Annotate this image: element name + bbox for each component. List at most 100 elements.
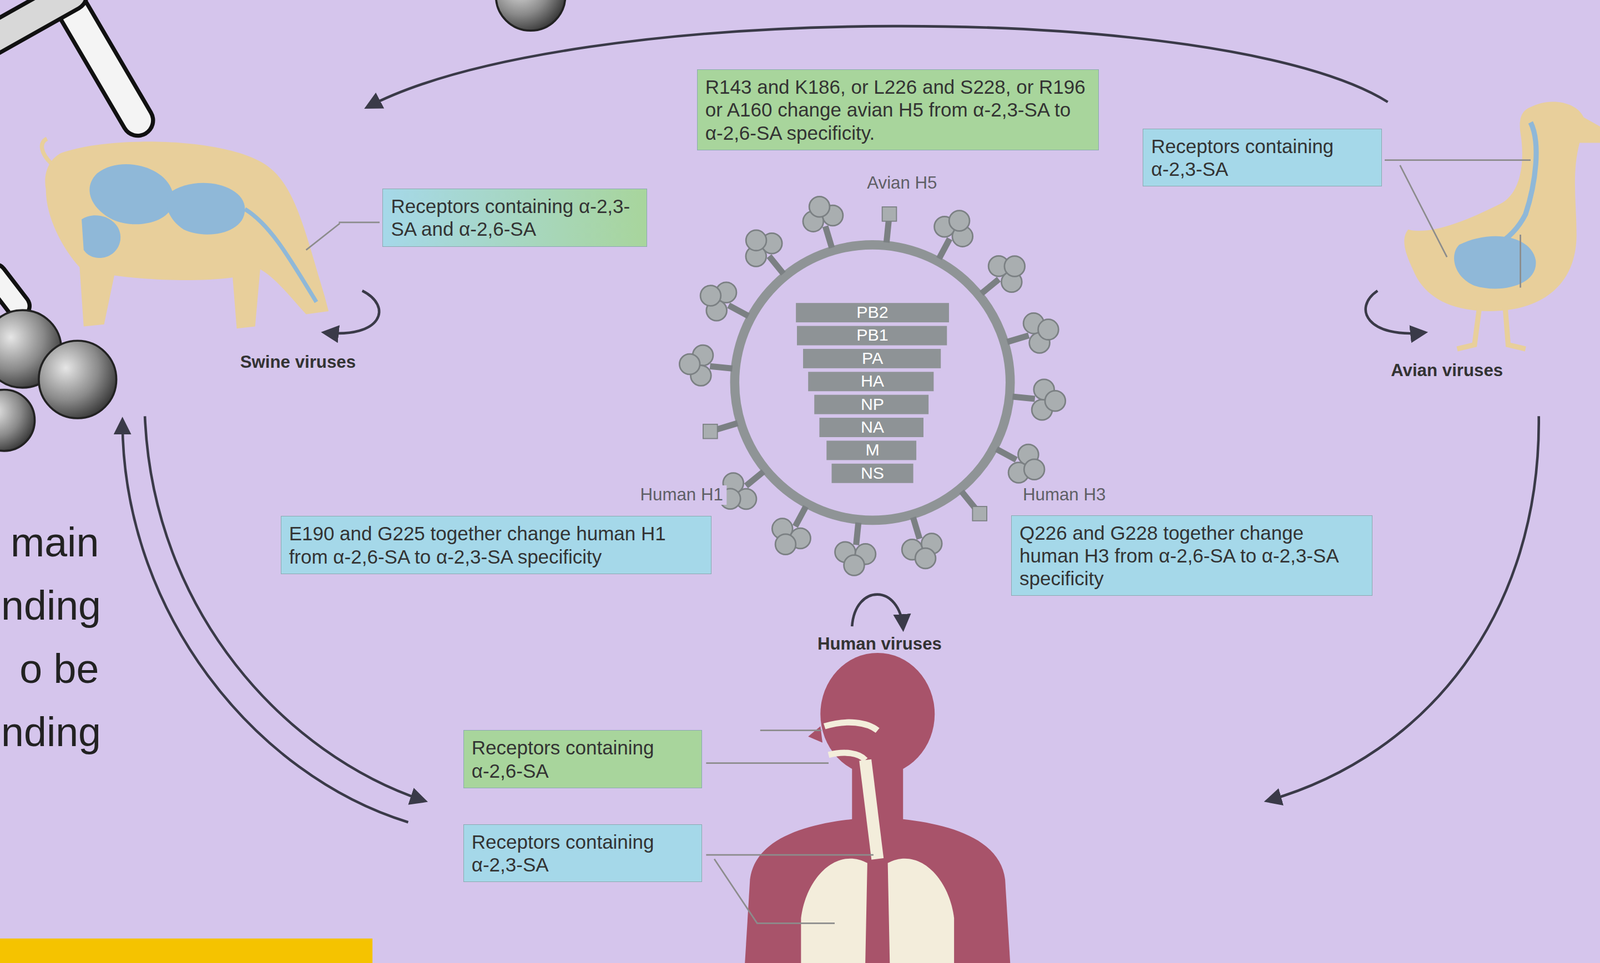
gene-segment (814, 395, 929, 415)
neuraminidase-head (972, 506, 987, 522)
virus-spike (981, 255, 1025, 294)
box-text: Receptors containing α-2,3-SA and α-2,6-… (390, 194, 639, 241)
leader-line (705, 730, 829, 764)
virus-spike (719, 471, 764, 510)
yellow-bar (0, 939, 373, 963)
annotation-box: Receptors containing α-2,3-SA (1142, 128, 1382, 188)
body-text: nding (1, 583, 102, 629)
virus-spike (901, 517, 942, 569)
pig (44, 141, 329, 329)
human (820, 653, 935, 776)
spike-stalk (1007, 335, 1029, 343)
virus (679, 196, 1066, 576)
virus-spike (745, 230, 784, 274)
virus-spike (934, 210, 973, 259)
pig (42, 138, 330, 329)
gene-segment-label: NP (860, 395, 885, 415)
leader-line (1384, 160, 1531, 289)
virus (734, 244, 1011, 521)
hemagglutinin-head (1045, 390, 1066, 412)
box-text: Receptors containing α-2,6-SA (471, 736, 694, 783)
pig (166, 183, 245, 235)
pig (244, 209, 317, 302)
neuraminidase-head (703, 424, 718, 439)
box-text: Q226 and G228 together change human H3 f… (1019, 521, 1365, 591)
hemagglutinin-head (700, 285, 721, 307)
gene-segment-label: PA (861, 349, 883, 369)
lab-equipment (38, 340, 117, 419)
body-text: nding (1, 710, 102, 756)
gene-segment-label: PB1 (856, 325, 888, 346)
hemagglutinin-head (949, 210, 970, 232)
gene-segment-label: NS (860, 463, 885, 484)
hemagglutinin-head (745, 230, 767, 251)
hemagglutinin-head (915, 548, 936, 569)
lab-equipment (0, 389, 35, 451)
box-text: E190 and G225 together change human H1 f… (289, 522, 704, 569)
duck (1454, 236, 1536, 290)
gene-segment-label: M (865, 440, 880, 461)
human (824, 722, 878, 761)
lab-equipment (496, 0, 566, 31)
box-text: Receptors containing α-2,3-SA (1151, 134, 1374, 181)
duck (1457, 306, 1526, 350)
human (800, 859, 868, 963)
spike-stalk (825, 226, 832, 249)
spike-stalk (912, 517, 920, 540)
figure-label: Human H3 (1019, 485, 1109, 505)
virus-spike (996, 444, 1045, 483)
hemagglutinin-head (809, 196, 830, 217)
gene-segment-label: PB2 (856, 303, 888, 323)
lab-equipment (0, 0, 72, 42)
transmission-arrow (122, 420, 409, 824)
leader-line (705, 855, 874, 924)
virus-spike (679, 196, 1066, 576)
annotation-box: Receptors containing α-2,3-SA (463, 824, 703, 883)
transmission-arrow (122, 26, 1539, 823)
lab-equipment (0, 275, 19, 307)
gene-segment (819, 417, 924, 438)
box-text: R143 and K186, or L226 and S228, or R196… (705, 75, 1091, 145)
spike-stalk (981, 279, 999, 294)
hemagglutinin-head (844, 555, 865, 577)
gene-segment (796, 326, 947, 346)
transmission-arrow (1365, 290, 1425, 334)
body-text: o be (19, 647, 99, 693)
transmission-arrow (851, 594, 903, 629)
human (865, 760, 878, 860)
virus-spike (703, 423, 738, 439)
hemagglutinin-head (679, 354, 700, 375)
spike-stalk (939, 238, 950, 259)
virus-spike (700, 282, 749, 321)
spike-stalk (1012, 396, 1036, 400)
human (808, 726, 823, 743)
figure-label: Human viruses (817, 634, 942, 654)
gene-segment-label: NA (860, 417, 885, 438)
gene-segment (803, 349, 941, 369)
figure-label: Swine viruses (240, 352, 356, 372)
gene-segment (826, 440, 917, 461)
lab-equipment (61, 0, 138, 121)
human (744, 653, 1011, 963)
pig (89, 164, 174, 225)
virus-spike (835, 522, 876, 576)
hemagglutinin-head (1038, 319, 1059, 341)
spike-stalk (996, 449, 1017, 461)
pig (42, 138, 52, 164)
spike-stalk (856, 522, 859, 545)
body-text: main (10, 520, 99, 566)
gene-segment (808, 371, 934, 392)
gene-segment (831, 463, 913, 484)
virus-spike (882, 207, 897, 243)
duck (1404, 102, 1600, 350)
hemagglutinin-head (1004, 256, 1026, 277)
figure-label: Avian viruses (1390, 361, 1503, 381)
lab-equipment (0, 0, 72, 42)
pig (81, 215, 121, 259)
box-text: Receptors containing α-2,3-SA (471, 830, 694, 877)
annotation-box: Receptors containing α-2,6-SA (463, 730, 703, 789)
virus-spike (679, 345, 733, 386)
transmission-arrow (144, 416, 425, 801)
neuraminidase-head (882, 207, 897, 222)
leader-line (306, 222, 380, 251)
